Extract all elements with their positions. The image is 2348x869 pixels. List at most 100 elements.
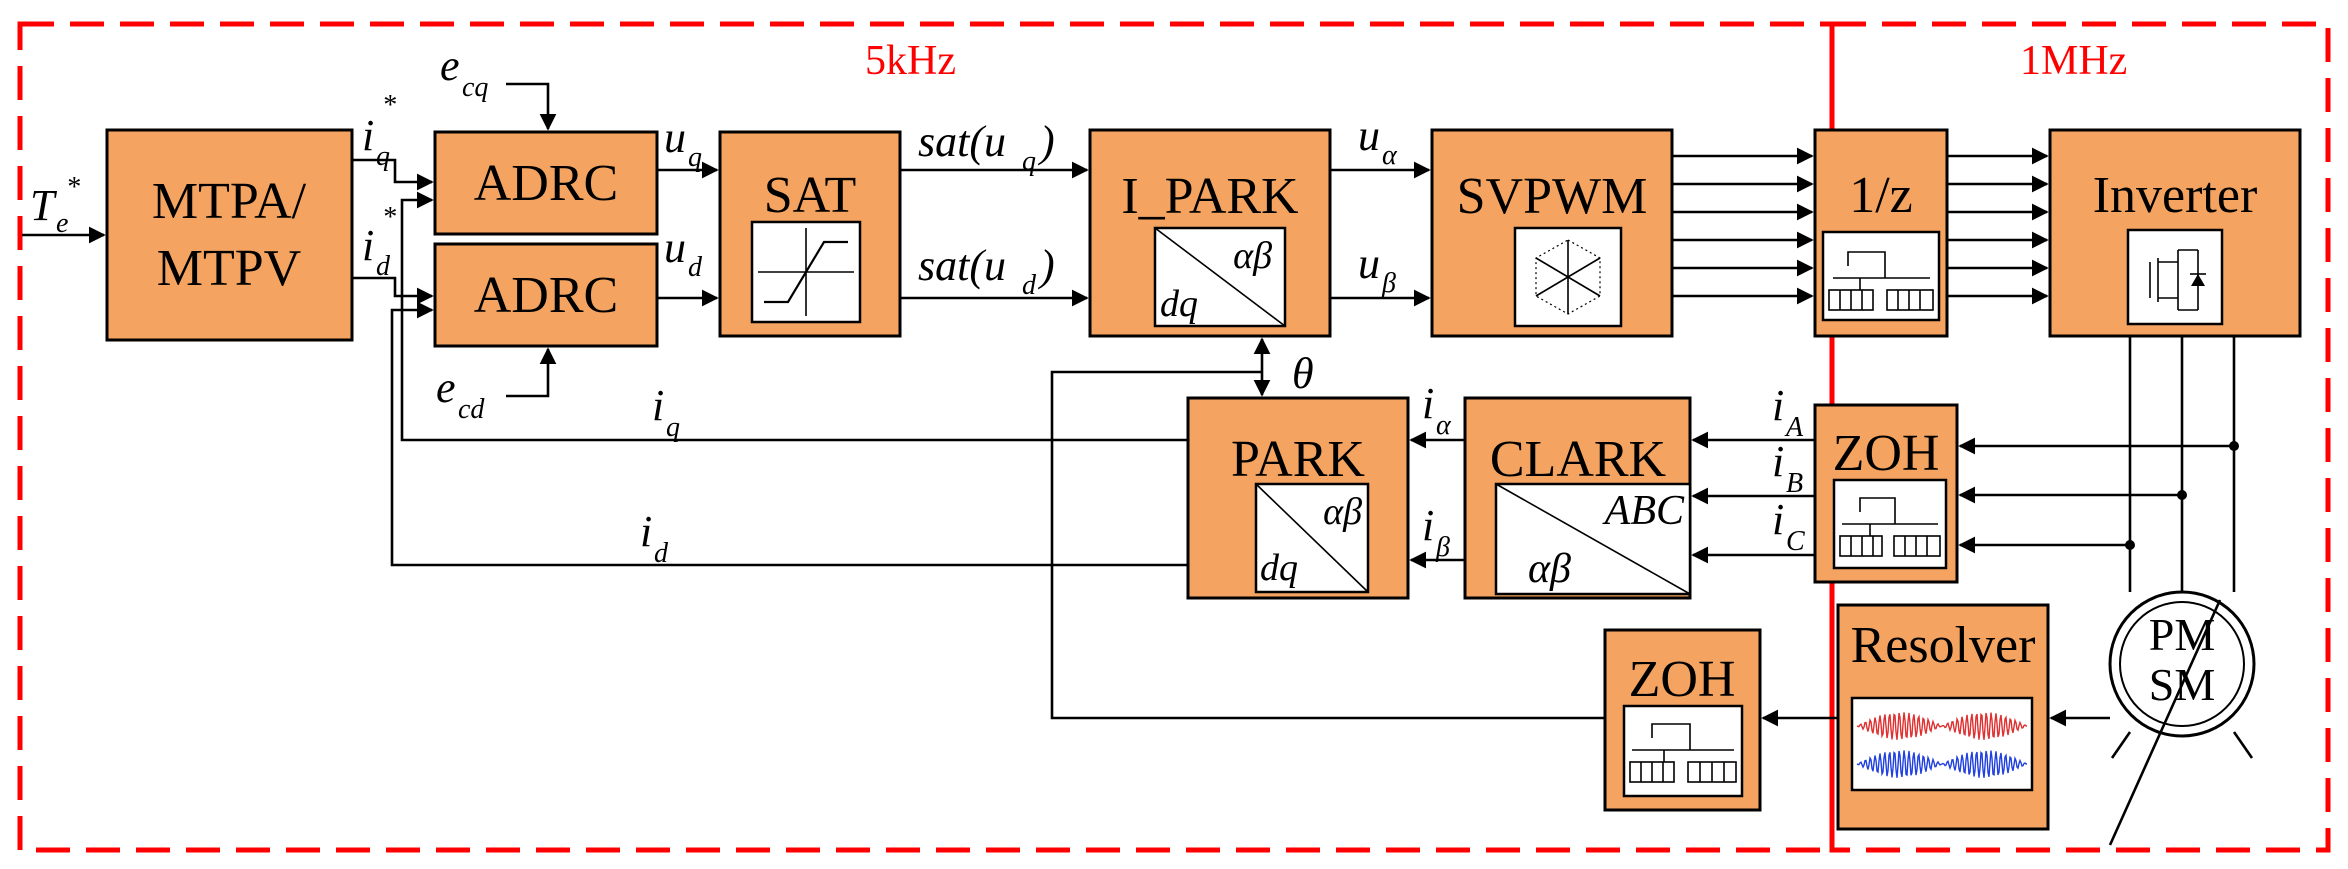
svg-text:β: β — [1435, 532, 1450, 563]
sine-wave-red-icon — [1856, 712, 2028, 740]
svg-text:i: i — [362, 111, 374, 160]
label-id-feedback: i d — [640, 507, 669, 569]
label-iq-ref: i q * — [362, 90, 396, 172]
clark-abc: ABC — [1602, 488, 1685, 534]
ipark-alpha-beta: αβ — [1233, 235, 1272, 277]
label-ecd: e cd — [436, 363, 485, 425]
park-dq: dq — [1260, 547, 1298, 589]
svg-text:*: * — [382, 202, 396, 233]
park-alpha-beta: αβ — [1323, 491, 1362, 533]
adrc-d-label: ADRC — [474, 267, 618, 324]
label-ialpha: i α — [1422, 379, 1452, 441]
svg-text:T: T — [30, 181, 58, 230]
svg-text:i: i — [652, 381, 664, 430]
svg-text:d: d — [688, 252, 703, 283]
transistor-icon — [2126, 228, 2224, 326]
sat-label: SAT — [764, 167, 856, 224]
mosfet-symbol — [2149, 249, 2206, 311]
svg-text:β: β — [1381, 268, 1396, 299]
svg-text:d: d — [1022, 270, 1037, 301]
zoh-angle-block: ZOH — [1603, 628, 1762, 812]
label-ud: u d — [664, 223, 703, 283]
resolver-waveform-icon — [1850, 696, 2034, 792]
label-ibeta: i β — [1422, 501, 1450, 563]
label-ualpha: u α — [1358, 111, 1398, 171]
label-iB: i B — [1772, 437, 1803, 499]
svg-text:u: u — [1358, 111, 1380, 160]
svg-text:i: i — [1772, 381, 1784, 430]
label-1mhz: 1MHz — [2020, 38, 2127, 84]
svg-text:C: C — [1786, 526, 1805, 557]
svg-text:B: B — [1786, 468, 1803, 499]
adrc-d-block: ADRC — [433, 242, 659, 348]
ipark-block: I_PARK αβ dq — [1088, 128, 1332, 338]
svg-text:i: i — [1772, 495, 1784, 544]
mtpa-label-line2: MTPV — [157, 240, 301, 297]
register-icon — [1839, 497, 1941, 557]
resolver-block: Resolver — [1836, 603, 2050, 831]
zoh-angle-label: ZOH — [1629, 651, 1736, 708]
label-sat-uq: sat(u q ) — [918, 117, 1055, 177]
label-iq-feedback: i q — [652, 381, 680, 443]
ipark-label: I_PARK — [1121, 168, 1299, 225]
svg-text:): ) — [1037, 241, 1055, 290]
clark-label: CLARK — [1490, 431, 1667, 488]
unit-delay-block: 1/z — [1813, 128, 1949, 338]
label-iC: i C — [1772, 495, 1805, 557]
label-ubeta: u β — [1358, 239, 1396, 299]
svg-text:d: d — [654, 538, 669, 569]
svpwm-block: SVPWM — [1430, 128, 1674, 338]
mtpa-label-line1: MTPA/ — [152, 173, 307, 230]
svg-text:u: u — [664, 113, 686, 162]
svg-text:): ) — [1037, 117, 1055, 166]
svg-text:cd: cd — [458, 394, 485, 425]
clark-alpha-beta: αβ — [1528, 546, 1571, 592]
svg-text:q: q — [688, 142, 702, 173]
register-icon — [1828, 251, 1934, 311]
zoh-current-label: ZOH — [1833, 425, 1940, 482]
svg-text:e: e — [440, 41, 460, 90]
svg-text:sat(u: sat(u — [918, 241, 1006, 290]
svg-text:q: q — [1022, 146, 1036, 177]
svg-text:u: u — [664, 223, 686, 272]
svg-text:i: i — [1772, 437, 1784, 486]
mtpa-mtpv-block: MTPA/ MTPV — [105, 128, 354, 342]
zoh-current-block: ZOH — [1813, 403, 1959, 584]
svg-text:u: u — [1358, 239, 1380, 288]
register-icon — [1629, 723, 1737, 783]
pwm-lines-delay-to-inverter — [1947, 147, 2049, 305]
label-id-ref: i d * — [362, 202, 396, 282]
svg-text:d: d — [376, 251, 391, 282]
park-block: PARK αβ dq — [1186, 396, 1410, 600]
unit-delay-label: 1/z — [1849, 167, 1913, 224]
svg-text:sat(u: sat(u — [918, 117, 1006, 166]
signal-wiring — [22, 82, 2239, 727]
svpwm-label: SVPWM — [1457, 168, 1648, 225]
svg-text:i: i — [1422, 501, 1434, 550]
pmsm-motor: PM SM — [2108, 590, 2256, 846]
svg-text:e: e — [56, 208, 68, 239]
svg-text:cq: cq — [462, 72, 488, 103]
signal-labels: T e * i q * i d * e cq e cd u q u d — [30, 41, 1805, 569]
svg-text:α: α — [1382, 140, 1398, 171]
hexagon-icon — [1535, 239, 1601, 315]
zoh-angle-icon — [1622, 704, 1744, 798]
ipark-dq: dq — [1160, 283, 1198, 325]
label-theta: θ — [1292, 349, 1314, 398]
pwm-lines-svpwm-to-delay — [1672, 147, 1814, 305]
svg-text:*: * — [382, 90, 396, 121]
svg-text:*: * — [66, 172, 80, 203]
adrc-q-label: ADRC — [474, 155, 618, 212]
svg-text:i: i — [1422, 379, 1434, 428]
sat-block: SAT — [718, 130, 902, 338]
inverter-block: Inverter — [2048, 128, 2302, 338]
label-ecq: e cq — [440, 41, 488, 103]
label-uq: u q — [664, 113, 702, 173]
svg-text:i: i — [640, 507, 652, 556]
label-torque-ref: T e * — [30, 172, 80, 239]
svg-text:A: A — [1784, 412, 1804, 443]
park-label: PARK — [1231, 431, 1365, 488]
svg-text:q: q — [666, 412, 680, 443]
svg-text:q: q — [376, 141, 390, 172]
